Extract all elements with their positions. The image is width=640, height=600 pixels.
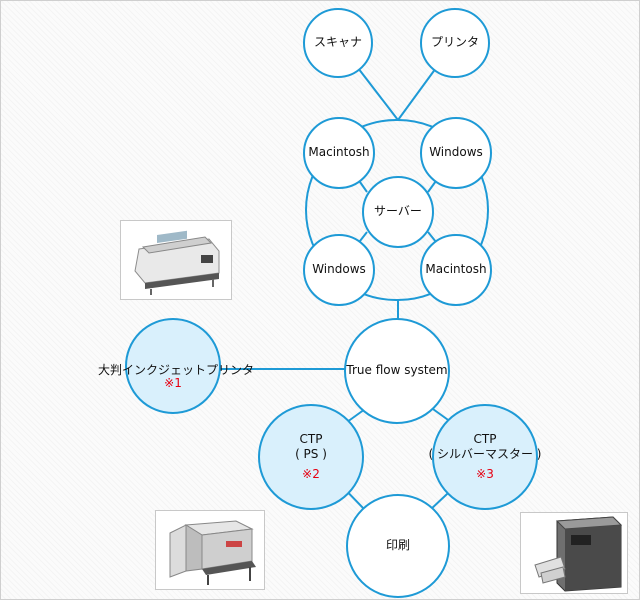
ctp-ps-note: ※2 xyxy=(302,466,320,481)
node-print: 印刷 xyxy=(346,494,450,598)
node-macintosh-top: Macintosh xyxy=(303,117,375,189)
node-server: サーバー xyxy=(362,176,434,248)
node-inkjet-printer: ※1 xyxy=(125,318,221,414)
silver-master-ctp-image xyxy=(534,516,623,592)
node-windows-bottom: Windows xyxy=(303,234,375,306)
ctp-plate-setter-image xyxy=(169,520,256,585)
node-trueflow-system: True flow system xyxy=(344,318,450,424)
node-ctp-ps: CTP ( PS ) ※2 xyxy=(258,404,364,510)
trueflow-label: True flow system xyxy=(346,363,448,378)
ctp-silver-sub: ( シルバーマスター ) xyxy=(428,447,542,462)
server-label: サーバー xyxy=(374,204,422,219)
node-windows-top: Windows xyxy=(420,117,492,189)
node-ctp-silver-master: CTP ( シルバーマスター ) ※3 xyxy=(429,404,542,510)
scanner-label: スキャナ xyxy=(313,35,362,50)
ctp-silver-photo xyxy=(520,512,628,594)
print-label: 印刷 xyxy=(385,538,410,553)
inkjet-printer-image xyxy=(134,230,220,295)
windows-top-label: Windows xyxy=(429,145,483,160)
ctp-ps-sub: ( PS ) xyxy=(295,447,327,462)
network-ring xyxy=(305,119,489,301)
ctp-ps-photo xyxy=(155,510,265,590)
node-macintosh-bottom: Macintosh xyxy=(420,234,492,306)
node-scanner: スキャナ xyxy=(303,8,373,78)
ctp-ps-title: CTP xyxy=(299,431,323,446)
ctp-silver-title: CTP xyxy=(473,431,497,446)
ctp-silver-note: ※3 xyxy=(476,466,494,481)
inkjet-note: ※1 xyxy=(164,376,182,391)
node-printer: プリンタ xyxy=(420,8,490,78)
inkjet-printer-photo xyxy=(120,220,232,300)
macintosh-top-label: Macintosh xyxy=(308,145,370,160)
printer-label: プリンタ xyxy=(430,35,479,50)
macintosh-bottom-label: Macintosh xyxy=(425,262,487,277)
inkjet-label: 大判インクジェットプリンタ xyxy=(98,363,255,377)
windows-bottom-label: Windows xyxy=(312,262,366,277)
